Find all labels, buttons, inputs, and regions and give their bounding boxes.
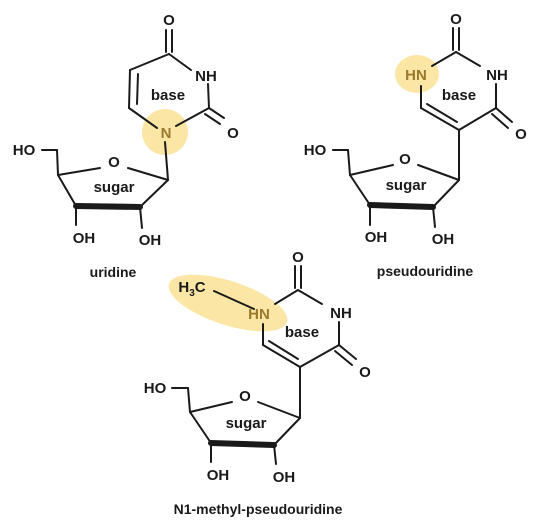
- uridine-o-right: O: [227, 125, 239, 142]
- pseudouridine-ho: HO: [304, 142, 327, 159]
- uridine-n1-highlight: [142, 109, 188, 155]
- n1-methyl-c: C: [195, 279, 206, 296]
- n1-methyl-o-right: O: [359, 364, 371, 381]
- pseudouridine-ring-o: O: [399, 151, 411, 168]
- n1-methyl-bond: [213, 290, 255, 310]
- n1-methyl-subscript-3: 3: [189, 288, 195, 299]
- pseudouridine-nh: NH: [486, 67, 508, 84]
- uridine-nh: NH: [195, 68, 217, 85]
- uridine-base-label: base: [151, 87, 185, 104]
- n1-methyl-sugar-label: sugar: [226, 415, 267, 432]
- pseudouridine-oh-left: OH: [365, 229, 388, 246]
- uridine-structure: O NH N O O HO OH OH base sugar uridine: [13, 12, 239, 280]
- uridine-oh-left: OH: [73, 230, 96, 247]
- uridine-glycosidic-bond: [164, 141, 169, 181]
- n1-methyl-ho: HO: [144, 380, 167, 397]
- n1-methyl-ch3: H3C: [178, 279, 205, 299]
- n1-methyl-pseudouridine-structure: H3C O NH HN O O HO OH OH base sugar N1-m…: [144, 249, 371, 517]
- n1-methyl-oh-right: OH: [273, 469, 296, 486]
- uridine-oh-right: OH: [139, 232, 162, 249]
- n1-methyl-oh-left: OH: [207, 467, 230, 484]
- n1-methyl-base-label: base: [285, 324, 319, 341]
- pseudouridine-sugar-label: sugar: [386, 177, 427, 194]
- pseudouridine-name: pseudouridine: [377, 263, 474, 279]
- uridine-sugar-bold-bond: [73, 203, 143, 210]
- n1-methyl-ring-o: O: [239, 388, 251, 405]
- uridine-sugar-label: sugar: [94, 179, 135, 196]
- pseudouridine-hn-highlight: [395, 55, 439, 93]
- pseudouridine-base-label: base: [442, 87, 476, 104]
- n1-methyl-h: H: [178, 279, 189, 296]
- pseudouridine-o-right: O: [515, 126, 527, 143]
- n1-methyl-pseudouridine-name: N1-methyl-pseudouridine: [174, 501, 343, 517]
- n1-methyl-sugar-bold-bond: [208, 440, 277, 448]
- uridine-ring-o: O: [108, 154, 120, 171]
- pseudouridine-hn: HN: [405, 67, 427, 84]
- pseudouridine-o-top: O: [450, 11, 462, 28]
- uridine-o-top: O: [163, 12, 175, 29]
- uridine-n1: N: [161, 125, 172, 142]
- uridine-ho: HO: [13, 142, 36, 159]
- pseudouridine-sugar-bold-bond: [367, 202, 436, 210]
- n1-methyl-highlight: [168, 274, 288, 332]
- n1-methyl-nh: NH: [330, 305, 352, 322]
- pseudouridine-structure: O NH HN O O HO OH OH base sugar pseudour…: [304, 11, 527, 279]
- n1-methyl-hn: HN: [248, 306, 270, 323]
- uridine-name: uridine: [90, 264, 137, 280]
- n1-methyl-o-top: O: [292, 249, 304, 266]
- pseudouridine-oh-right: OH: [432, 231, 455, 248]
